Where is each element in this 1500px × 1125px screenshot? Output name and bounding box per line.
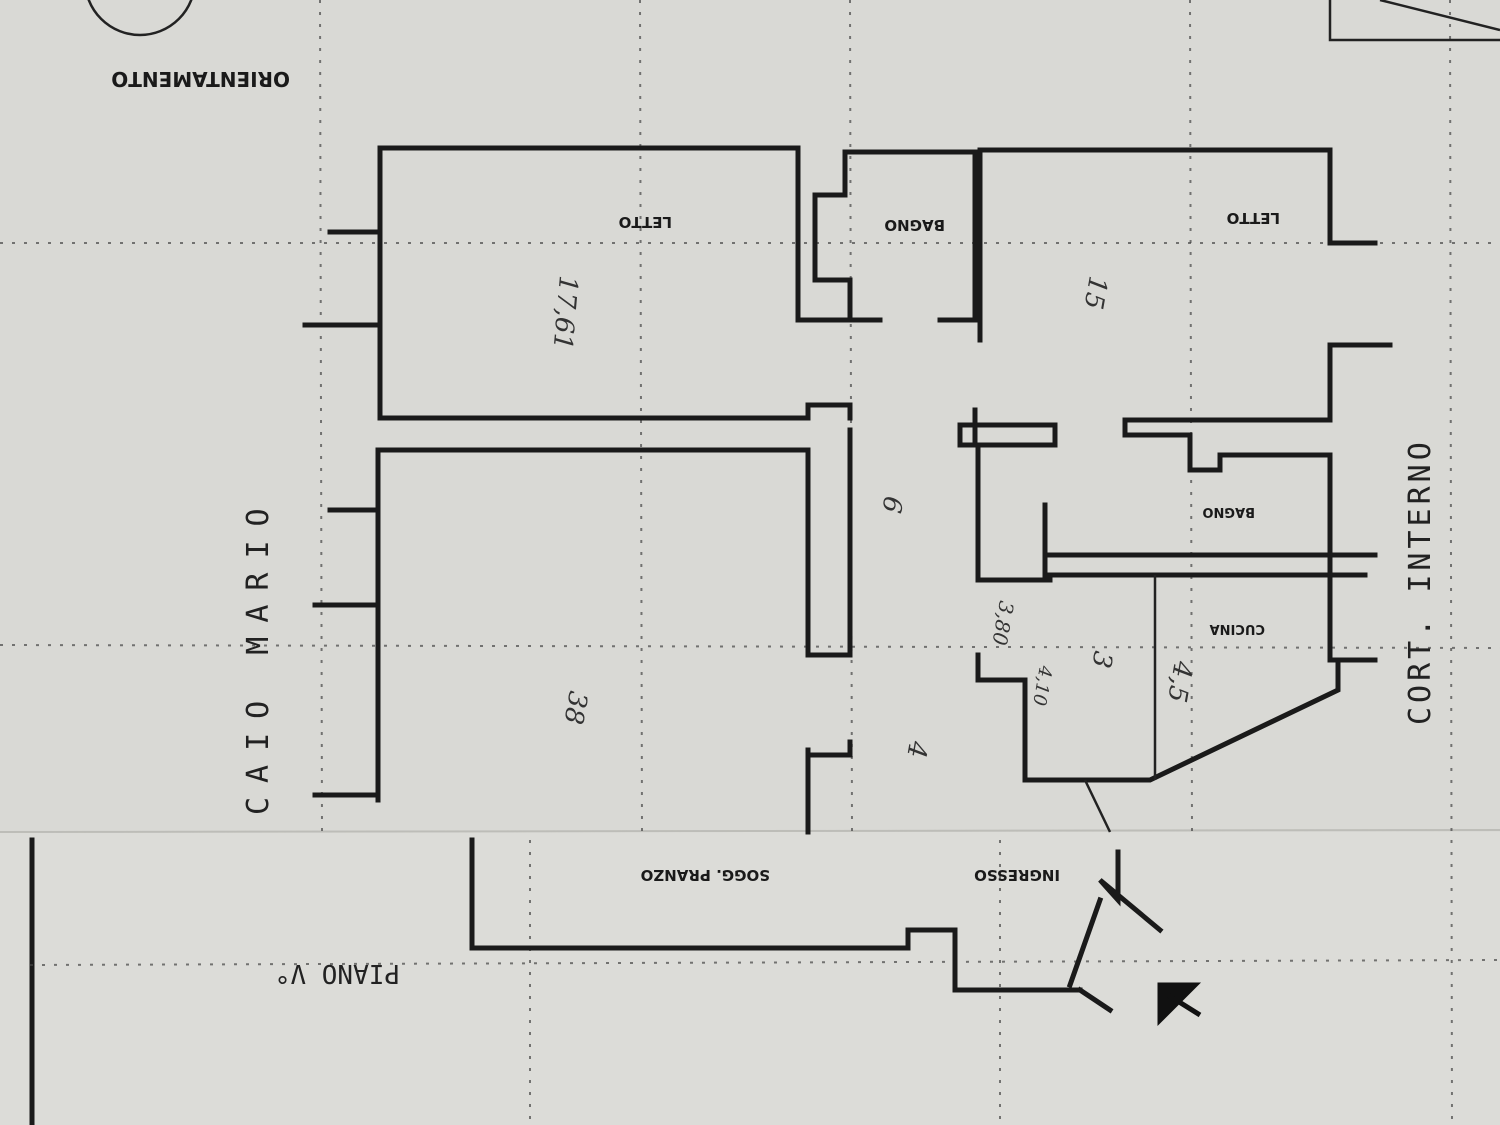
- room-area-cucina: 4,5: [1161, 658, 1198, 705]
- street-label: CAIO MARIO: [241, 494, 276, 815]
- room-area-soggiorno: 38: [557, 689, 592, 727]
- floor-label: PIANO V°: [275, 958, 400, 988]
- room-area-bagno-2: 3,80: [987, 599, 1018, 647]
- room-area-letto-2: 15: [1077, 274, 1112, 312]
- corner-drawing: [1328, 0, 1500, 42]
- area-note-1: 3: [1085, 649, 1117, 671]
- orientation-label: ORIENTAMENTO: [111, 67, 290, 91]
- room-label-letto-2: LETTO: [1227, 209, 1280, 227]
- courtyard-label: CORT. INTERNO: [1403, 438, 1438, 725]
- sheet-edge: [0, 829, 1500, 833]
- room-label-letto-1: LETTO: [619, 213, 672, 231]
- room-label-soggiorno: SOGG. PRANZO: [641, 866, 770, 884]
- room-label-cucina: CUCINA: [1210, 621, 1265, 636]
- room-label-bagno-1: BAGNO: [884, 216, 945, 234]
- room-area-letto-1: 17,61: [547, 274, 583, 351]
- lower-sheet: [0, 832, 1500, 1125]
- corridor-area: 6: [875, 494, 907, 516]
- room-area-ingresso: 4: [900, 738, 933, 760]
- orientation-compass: ORIENTAMENTO: [87, 0, 290, 91]
- room-label-ingresso: INGRESSO: [974, 866, 1060, 884]
- walls: [302, 145, 1393, 1027]
- room-label-bagno-2: BAGNO: [1202, 504, 1255, 519]
- entrance-arrow: [1157, 982, 1202, 1027]
- area-note-2: 4,10: [1028, 663, 1056, 707]
